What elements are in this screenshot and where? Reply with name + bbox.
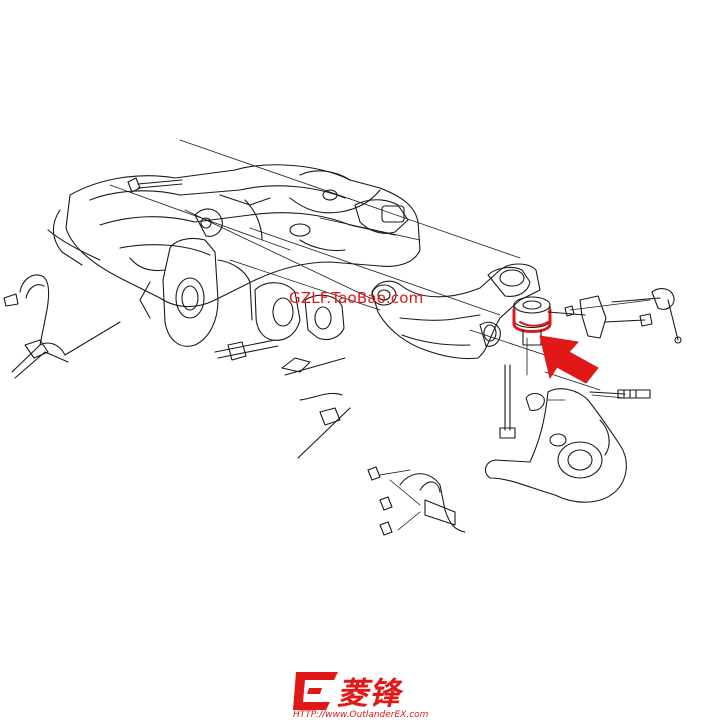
watermark-text: GZLF.TaoBao.com	[289, 289, 424, 307]
brake-line-clips	[214, 339, 351, 459]
leader-lines	[109, 139, 651, 531]
brand-logo: 菱锋 HTTP://www.OutlanderEX.com	[293, 668, 443, 720]
subframe-crossmember	[47, 164, 421, 308]
brake-hose-left	[3, 274, 121, 379]
lower-control-arm-bracket	[129, 208, 345, 347]
abs-sensor-harness	[367, 466, 466, 536]
stabilizer-link	[547, 288, 682, 344]
brand-url-link[interactable]: HTTP://www.OutlanderEX.com	[293, 710, 429, 720]
logo-mark-icon	[293, 672, 338, 710]
bolt-top-left	[127, 177, 183, 193]
bolt-vertical	[499, 364, 545, 439]
bushing-icon	[512, 296, 552, 346]
upper-control-arm	[371, 263, 541, 360]
arrow-pointer-icon	[539, 335, 599, 384]
brand-name: 菱锋	[337, 676, 401, 712]
steering-knuckle	[484, 388, 651, 503]
